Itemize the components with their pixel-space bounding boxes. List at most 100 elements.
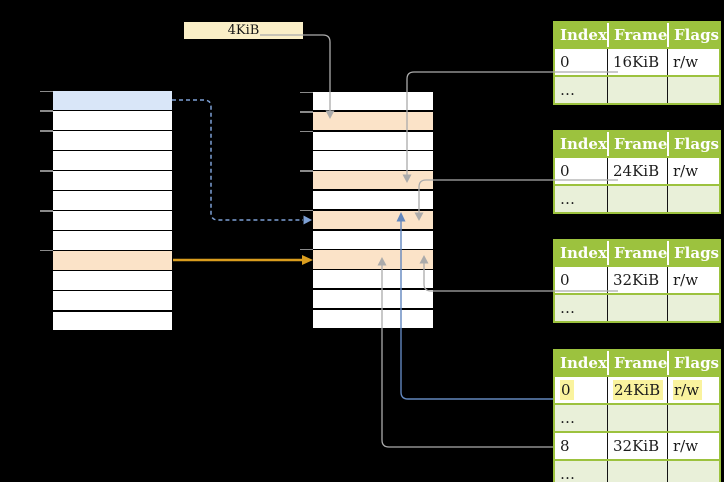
page-row-10	[53, 291, 172, 311]
table-cell: r/w	[667, 267, 719, 293]
table-cell	[667, 186, 719, 212]
table-cell: r/w	[667, 377, 719, 403]
table-cell	[607, 295, 667, 321]
address-tick	[40, 110, 53, 112]
address-tick	[40, 249, 53, 252]
table-cell: …	[555, 405, 607, 431]
address-tick	[300, 209, 313, 211]
column-header: Frame	[607, 132, 667, 156]
column-header: Flags	[667, 241, 719, 265]
frame-row-5	[313, 190, 433, 210]
page-row-2	[53, 131, 172, 150]
highlighted-value: 0	[560, 380, 574, 400]
address-tick	[300, 170, 313, 172]
table-cell: r/w	[667, 158, 719, 184]
column-header: Flags	[667, 132, 719, 156]
table-cell: 0	[555, 377, 607, 403]
table-cell	[607, 186, 667, 212]
column-header: Flags	[667, 23, 719, 47]
page-size-label: 4KiB	[184, 22, 303, 39]
physical-memory-column	[313, 92, 433, 329]
column-header: Flags	[667, 351, 719, 375]
table-cell	[667, 295, 719, 321]
table-cell: r/w	[667, 433, 719, 459]
page-row-11	[53, 311, 172, 331]
table-cell: 0	[555, 158, 607, 184]
frame-row-1	[313, 111, 433, 131]
address-tick	[40, 130, 53, 132]
page-row-7	[53, 231, 172, 250]
highlighted-value: 24KiB	[613, 380, 664, 400]
table-cell: …	[555, 461, 607, 482]
table-cell: …	[555, 295, 607, 321]
frame-row-9	[313, 270, 433, 289]
address-tick	[300, 130, 313, 133]
frame-row-4	[313, 171, 433, 190]
virtual-memory-column	[53, 91, 172, 331]
table-row: 0 24KiB r/w	[555, 377, 719, 403]
page-row-3	[53, 151, 172, 170]
table-cell	[667, 77, 719, 103]
frame-row-10	[313, 289, 433, 309]
page-row-9	[53, 271, 172, 290]
table-cell	[667, 405, 719, 431]
address-tick	[300, 248, 313, 251]
address-tick	[40, 210, 53, 212]
frame-row-11	[313, 309, 433, 329]
table-cell	[607, 77, 667, 103]
address-tick	[40, 90, 53, 92]
table-cell: r/w	[667, 49, 719, 75]
column-header: Frame	[607, 23, 667, 47]
highlighted-value: r/w	[673, 380, 703, 400]
frame-row-3	[313, 151, 433, 170]
table-cell: 24KiB	[607, 158, 667, 184]
table-cell: 16KiB	[607, 49, 667, 75]
table-cell: 24KiB	[607, 377, 667, 403]
table-row: …	[555, 77, 719, 103]
frame-row-6	[313, 210, 433, 230]
page-row-8	[53, 251, 172, 270]
page-row-4	[53, 171, 172, 190]
address-tick	[300, 91, 313, 93]
table-cell: 0	[555, 267, 607, 293]
frame-row-8	[313, 250, 433, 269]
table-cell: 8	[555, 433, 607, 459]
table-row: …	[555, 405, 719, 431]
address-tick	[40, 170, 53, 172]
table-cell: …	[555, 186, 607, 212]
table-cell: …	[555, 77, 607, 103]
page-row-1	[53, 111, 172, 130]
column-header: Index	[555, 23, 607, 47]
column-header: Frame	[607, 241, 667, 265]
frame-row-0	[313, 92, 433, 111]
column-header: Frame	[607, 351, 667, 375]
column-header: Index	[555, 132, 607, 156]
table-cell: 0	[555, 49, 607, 75]
column-header: Index	[555, 351, 607, 375]
table-row: …	[555, 186, 719, 212]
table-cell: 32KiB	[607, 433, 667, 459]
address-tick	[300, 111, 313, 113]
table-cell	[607, 405, 667, 431]
frame-row-2	[313, 131, 433, 150]
table-cell	[607, 461, 667, 482]
page-row-0	[53, 91, 172, 110]
table-cell	[667, 461, 719, 482]
table-cell: 32KiB	[607, 267, 667, 293]
table-row: …	[555, 295, 719, 321]
frame-row-7	[313, 230, 433, 249]
column-header: Index	[555, 241, 607, 265]
